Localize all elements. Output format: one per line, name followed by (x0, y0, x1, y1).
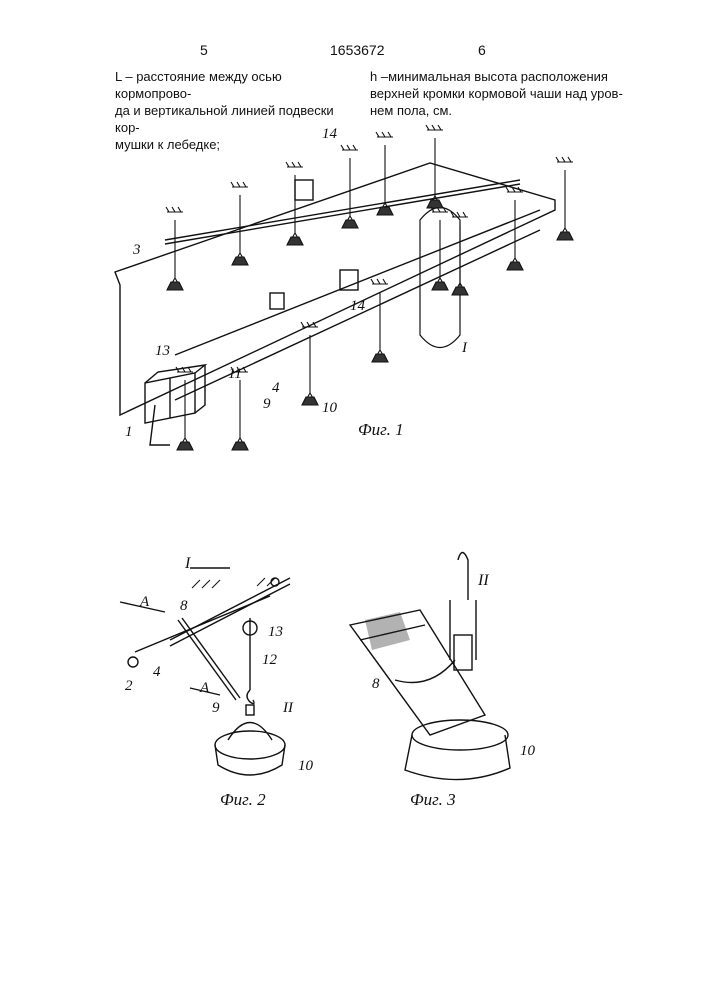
feeder-hanger (558, 170, 572, 240)
feeder-bowl (232, 257, 248, 265)
figure-2-feeder-detail-drawing: I 8 A 13 12 2 4 A 9 II 10 Фиг. 2 (110, 550, 360, 810)
figure-caption: Фиг. 3 (410, 790, 456, 809)
ceiling-mount (371, 279, 388, 284)
label: 9 (263, 396, 271, 412)
label: 10 (322, 400, 338, 416)
label: 8 (180, 598, 188, 614)
label: 4 (272, 380, 280, 396)
ceiling-mount (286, 162, 303, 167)
label: II (282, 700, 294, 716)
feeder-bowl (432, 282, 448, 290)
feeder-hanger (288, 175, 302, 245)
figure-3-bowl-connection-drawing: II 8 10 Фиг. 3 (340, 545, 580, 815)
ceiling-mount (376, 132, 393, 137)
feeder-hanger (303, 335, 317, 405)
feeder-hanger (233, 380, 247, 450)
label: I (461, 340, 468, 356)
text-line: h –минимальная высота расположения (370, 68, 630, 85)
label: A (139, 594, 150, 610)
label: 3 (132, 242, 141, 258)
patent-number: 1653672 (330, 42, 385, 58)
label: 2 (125, 678, 133, 694)
label: 13 (268, 624, 283, 640)
label: 14 (350, 298, 366, 314)
feeder-bowl (167, 282, 183, 290)
figure-title: I (184, 555, 191, 572)
label: 13 (155, 343, 170, 359)
feeder-bowl (372, 354, 388, 362)
ceiling-mount (166, 207, 183, 212)
label: 1 (125, 424, 133, 440)
page-number-left: 5 (200, 42, 208, 58)
text-line: верхней кромки кормовой чаши над уров- (370, 85, 630, 102)
figure-caption: Фиг. 1 (358, 420, 404, 439)
label: 4 (153, 664, 161, 680)
feeder-hanger (508, 200, 522, 270)
feeder-bowl (177, 442, 193, 450)
feeder-hanger (178, 380, 192, 450)
figure-caption: Фиг. 2 (220, 790, 266, 809)
label: 14 (322, 126, 338, 142)
ceiling-mount (426, 125, 443, 130)
figure-1-feeding-system-drawing: 14 3 14 13 I 11 4 9 10 1 Фиг. 1 (0, 110, 707, 480)
feeder-bowl (287, 237, 303, 245)
label: 10 (520, 743, 536, 759)
ceiling-mount (556, 157, 573, 162)
page-number-right: 6 (478, 42, 486, 58)
feeder-bowl (557, 232, 573, 240)
feeder-bowl (452, 287, 468, 295)
feeder-bowl (232, 442, 248, 450)
label: 8 (372, 676, 380, 692)
ceiling-mount (231, 182, 248, 187)
text-line: L – расстояние между осью кормопрово- (115, 68, 355, 102)
label: A (199, 680, 210, 696)
feeder-bowl (302, 397, 318, 405)
label: 11 (228, 366, 242, 382)
figure-title: II (477, 572, 489, 589)
feeder-bowl (427, 200, 443, 208)
label: 10 (298, 758, 314, 774)
feeder-bowl (342, 220, 358, 228)
label: 9 (212, 700, 220, 716)
feeder-hanger (168, 220, 182, 290)
label: 12 (262, 652, 278, 668)
ceiling-mount (341, 145, 358, 150)
feeder-bowl (507, 262, 523, 270)
